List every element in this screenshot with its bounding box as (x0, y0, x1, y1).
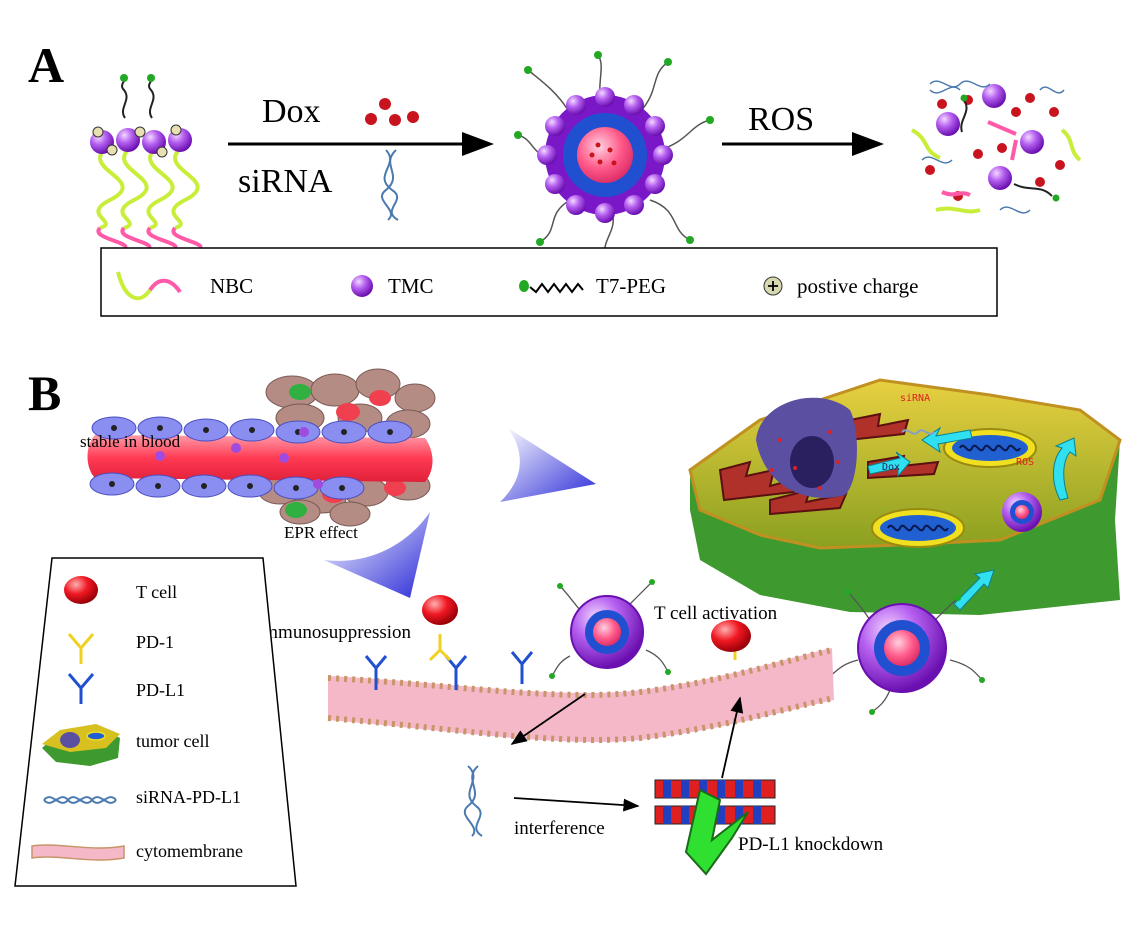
receptors (364, 595, 751, 690)
legend-charge-icon (763, 276, 783, 296)
label-t-cell-activation: T cell activation (654, 603, 778, 624)
tumor-cell (688, 378, 1122, 615)
cell-label-sirna: siRNA (900, 393, 930, 404)
legend-pd1-label: PD-1 (136, 632, 174, 652)
panel-a-letter: A (28, 37, 64, 93)
legend-nbc-icon (116, 271, 182, 301)
legend-sirna-icon (43, 796, 117, 804)
legend-a: NBC TMC T7-PEG postive charge (100, 247, 998, 317)
label-sirna: siRNA (238, 163, 333, 200)
legend-pd1-icon (67, 633, 95, 664)
legend-nbc-label: NBC (210, 274, 253, 298)
label-dox: Dox (262, 93, 321, 130)
label-pdl1-knockdown: PD-L1 knockdown (738, 834, 884, 855)
cell-label-dox: Dox (882, 462, 900, 473)
legend-tcell-label: T cell (136, 582, 177, 602)
sirna-helix-icon (381, 149, 399, 221)
dox-dots-icon (365, 98, 419, 126)
legend-charge-label: postive charge (797, 274, 919, 298)
legend-t7peg-label: T7-PEG (596, 274, 666, 298)
legend-tmc-label: TMC (388, 274, 434, 298)
sirna-released-icon (463, 765, 483, 837)
legend-tumor-cell-label: tumor cell (136, 731, 209, 751)
legend-tumor-cell-icon (42, 724, 120, 766)
legend-tcell-icon (64, 576, 98, 604)
arrow-to-tumor-cell (500, 428, 596, 502)
polymer-chains (90, 74, 203, 250)
legend-t7peg-icon (519, 280, 584, 294)
label-stable-in-blood: stable in blood (80, 432, 181, 451)
blood-vessel (87, 368, 436, 527)
label-ros: ROS (748, 101, 814, 138)
panel-b-letter: B (28, 365, 61, 421)
legend-cytomembrane-label: cytomembrane (136, 841, 243, 861)
cytomembrane (327, 647, 835, 743)
pdl1-knockdown-icon (654, 779, 776, 876)
arrow-to-membrane (324, 512, 430, 598)
legend-tmc-icon (351, 275, 373, 297)
label-epr-effect: EPR effect (284, 523, 358, 542)
label-immunosuppression: immunosuppression (258, 622, 412, 643)
nanoparticle-middle (549, 579, 671, 679)
legend-b: T cell PD-1 PD-L1 tumor cell siRNA-PD-L1… (14, 557, 297, 887)
legend-sirna-label: siRNA-PD-L1 (136, 787, 241, 807)
legend-cytomembrane-icon (31, 844, 125, 861)
cell-label-ros: ROS (1016, 457, 1034, 468)
label-interference: interference (514, 818, 605, 839)
nanoparticle-assembled (514, 51, 714, 262)
nanoparticle-entering (827, 589, 985, 715)
legend-pdl1-label: PD-L1 (136, 680, 185, 700)
nanoparticle-disassembled (910, 80, 1082, 214)
legend-pdl1-icon (67, 673, 95, 704)
